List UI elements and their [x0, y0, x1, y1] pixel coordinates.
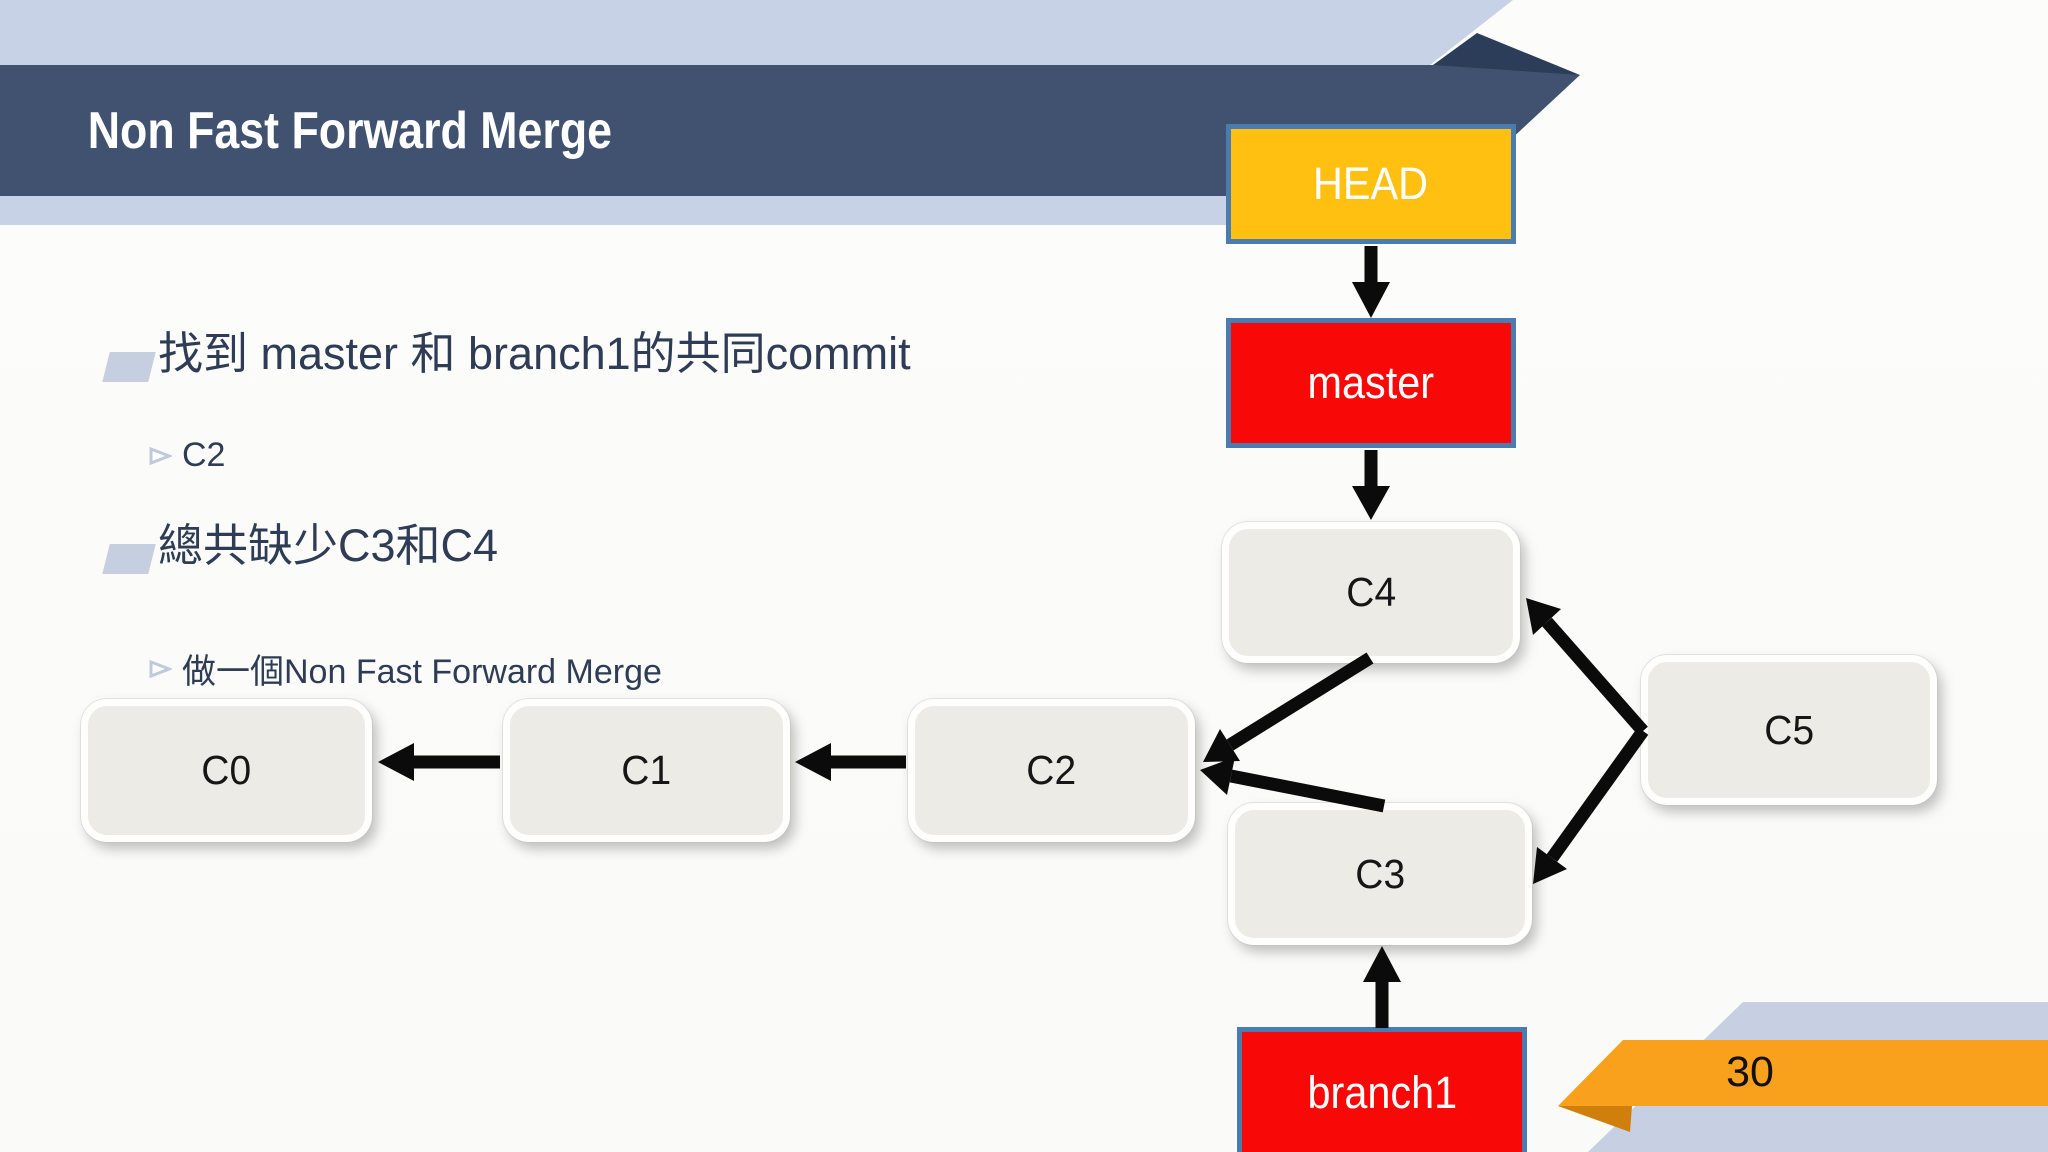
commit-label: C0 — [201, 747, 252, 793]
arrow-c1-to-c0 — [378, 743, 500, 781]
sub-bullet-row: C2 — [148, 436, 225, 475]
sub-bullet-row: 做一個Non Fast Forward Merge — [148, 644, 662, 693]
sub-bullet-1: C2 — [182, 436, 226, 474]
arrow-c4-to-c2 — [1203, 652, 1374, 762]
master-pointer-box: master — [1226, 318, 1516, 448]
page-number: 30 — [1726, 1048, 1774, 1096]
commit-label: C2 — [1026, 747, 1077, 793]
branch1-label: branch1 — [1307, 1067, 1457, 1118]
bullet-2: 總共缺少C3和C4 — [158, 520, 499, 571]
commit-node-c3: C3 — [1228, 803, 1532, 945]
commit-label: C3 — [1355, 850, 1405, 897]
arrow-c5-to-c3 — [1533, 727, 1649, 884]
commit-node-c0: C0 — [81, 699, 372, 842]
commit-node-c5: C5 — [1641, 655, 1937, 805]
commit-node-c1: C1 — [503, 699, 790, 842]
master-label: master — [1307, 357, 1435, 408]
bullet-square-icon — [102, 544, 156, 574]
page-title: Non Fast Forward Merge — [87, 101, 613, 160]
under-banner-ribbon — [0, 196, 1228, 225]
arrow-c5-to-c4 — [1526, 598, 1648, 736]
page-ribbon-fold — [1558, 1106, 1632, 1132]
sub-bullet-triangle-icon — [149, 659, 172, 678]
bullet-square-icon — [102, 352, 156, 382]
sub-bullet-2: 做一個Non Fast Forward Merge — [182, 653, 662, 691]
branch1-pointer-box: branch1 — [1237, 1027, 1527, 1152]
arrow-branch1-to-c3 — [1363, 946, 1401, 1028]
arrow-c2-to-c1 — [795, 743, 906, 781]
arrow-c3-to-c2 — [1200, 757, 1386, 813]
page-number-ribbon — [1558, 1040, 2048, 1106]
commit-label: C1 — [621, 747, 672, 793]
head-pointer-box: HEAD — [1226, 124, 1516, 244]
commit-label: C5 — [1764, 706, 1814, 753]
arrow-master-to-c4 — [1352, 450, 1390, 520]
commit-node-c2: C2 — [908, 699, 1195, 842]
arrow-head-to-master — [1352, 246, 1390, 318]
commit-label: C4 — [1346, 569, 1396, 615]
commit-node-c4: C4 — [1222, 522, 1520, 663]
head-label: HEAD — [1313, 158, 1429, 209]
sub-bullet-triangle-icon — [149, 446, 172, 465]
bullet-1: 找到 master 和 branch1的共同commit — [158, 328, 911, 379]
top-light-ribbon — [0, 0, 1513, 65]
